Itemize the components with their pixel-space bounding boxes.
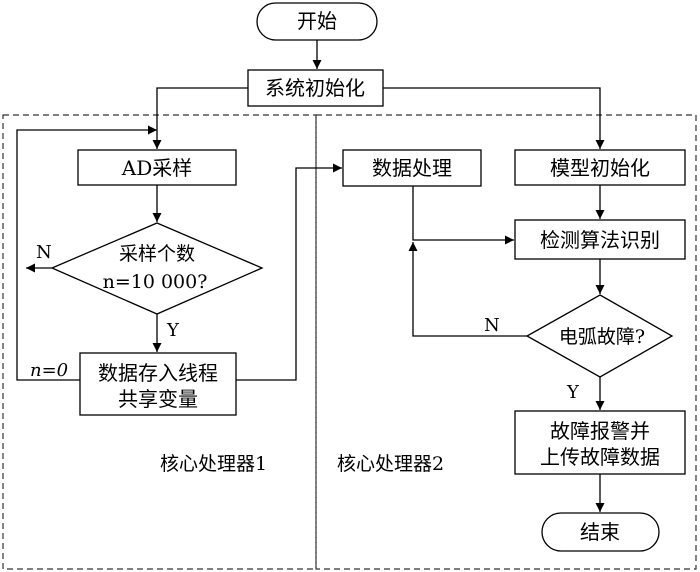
node-store-line2: 共享变量: [118, 387, 198, 411]
node-end-label: 结束: [580, 520, 620, 544]
region-labels: 核心处理器1 核心处理器2: [160, 453, 444, 475]
node-sample-check: 采样个数 n=10 000?: [50, 222, 264, 315]
node-arc-fault: 电弧故障?: [525, 294, 674, 378]
node-alarm-line1: 故障报警并: [550, 419, 650, 443]
label-y-right: Y: [566, 382, 580, 403]
node-sample-check-line1: 采样个数: [119, 243, 195, 265]
region-core2: [315, 114, 697, 570]
node-detect: 检测算法识别: [514, 219, 686, 260]
edge-fault-no-loop: [408, 242, 527, 337]
node-model-init: 模型初始化: [514, 149, 686, 186]
node-ad-sample-label: AD采样: [121, 156, 192, 180]
node-start: 开始: [256, 2, 378, 41]
label-n-left: N: [36, 242, 52, 263]
node-alarm: 故障报警并 上传故障数据: [514, 410, 686, 475]
node-end: 结束: [541, 512, 660, 552]
edge-init-ad: [152, 87, 248, 149]
node-store: 数据存入线程 共享变量: [79, 352, 237, 416]
node-ad-sample: AD采样: [77, 149, 237, 186]
label-y-left: Y: [166, 320, 180, 341]
edge-labels: N Y n=0 N Y: [30, 242, 580, 403]
node-init: 系统初始化: [247, 69, 384, 107]
region-core2-label: 核心处理器2: [337, 453, 444, 475]
edge-init-model: [383, 87, 605, 149]
node-arc-fault-label: 电弧故障?: [559, 326, 645, 348]
node-init-label: 系统初始化: [265, 76, 365, 100]
edge-dataproc-detect: [412, 186, 514, 245]
node-store-line1: 数据存入线程: [98, 361, 218, 385]
node-alarm-line2: 上传故障数据: [540, 445, 660, 469]
edges: [16, 40, 605, 512]
node-start-label: 开始: [297, 9, 337, 33]
edge-store-loop-back: [16, 125, 157, 381]
label-n-right: N: [484, 315, 500, 336]
node-data-proc: 数据处理: [342, 149, 482, 187]
region-core1-label: 核心处理器1: [160, 453, 267, 475]
node-detect-label: 检测算法识别: [540, 228, 660, 252]
label-reset: n=0: [30, 360, 68, 381]
node-model-init-label: 模型初始化: [550, 156, 650, 180]
edge-store-dataproc: [236, 163, 342, 381]
node-data-proc-label: 数据处理: [372, 156, 452, 180]
node-sample-check-line2: n=10 000?: [103, 271, 208, 293]
